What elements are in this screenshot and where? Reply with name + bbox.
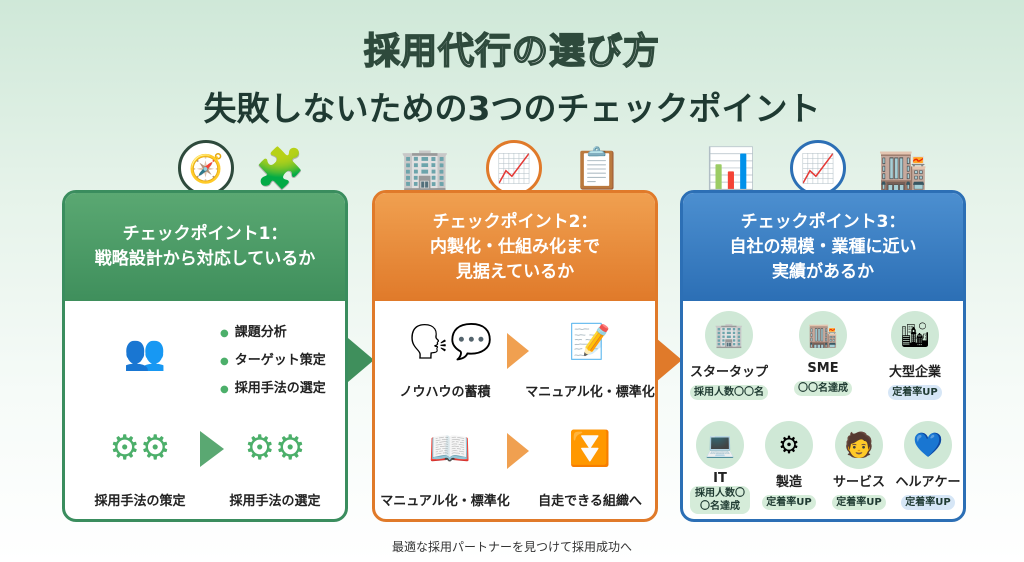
open-book-icon: 📖 [428, 429, 472, 469]
checkpoint-3-title: 自社の規模・業種に近い [729, 236, 917, 257]
arrow-between-cards-icon [656, 338, 682, 382]
checkpoint-3-header: チェックポイント3： 自社の規模・業種に近い 実績があるか [683, 193, 963, 301]
checkpoint-3-card: チェックポイント3： 自社の規模・業種に近い 実績があるか 🏢スタータップ採用人… [680, 190, 966, 522]
item-name: SME [807, 361, 839, 376]
checkpoint-3-label: チェックポイント3： [740, 211, 906, 232]
staff-check-icon: 🧑 [835, 421, 883, 469]
checkpoint-3-title-2: 実績があるか [772, 261, 874, 282]
checkpoint-2-card: チェックポイント2： 内製化・仕組み化まで 見据えているか 🗣💬 📝 ノウハウの… [372, 190, 658, 522]
startup-building-icon: 🏢 [705, 311, 753, 359]
manufacturing-item: ⚙ 製造定着率UP [755, 421, 823, 510]
bar-chart-icon: 📊 [706, 146, 756, 192]
arrow-right-icon [200, 431, 224, 467]
item-label: 自走できる組織へ [538, 494, 642, 509]
checkpoint-2-header: チェックポイント2： 内製化・仕組み化まで 見据えているか [375, 193, 655, 301]
arrow-right-icon [507, 433, 529, 469]
laptop-icon: 💻 [696, 421, 744, 469]
item-name: スタータップ [689, 365, 768, 380]
arrow-between-cards-icon [348, 338, 374, 382]
item-name: ヘルアケー [895, 475, 961, 490]
main-title: 採用代行の選び方 [363, 30, 660, 73]
funnel-icon: ⏬ [568, 429, 612, 469]
footer-text: 最適な採用パートナーを見つけて採用成功へ [391, 540, 632, 554]
result-tag: 定着率UP [888, 385, 942, 400]
result-tag: 定着率UP [832, 495, 886, 510]
bullet-item: 課題分析 [220, 321, 287, 340]
growth-chart-icon: 📈 [790, 140, 846, 196]
checkpoint-1-card: チェックポイント1： 戦略設計から対応しているか 👥 課題分析 ターゲット策定 … [62, 190, 348, 522]
skyscraper-icon: 🏙 [891, 311, 939, 359]
puzzle-icon: 🧩 [255, 146, 305, 192]
startup-item: 🏢 スタータップ採用人数〇〇名 [685, 311, 773, 400]
office-building-icon: 🏬 [799, 311, 847, 359]
growth-arrow-icon: 📈 [486, 140, 542, 196]
item-label: 採用手法の選定 [229, 494, 321, 509]
checkpoint-1-title: 戦略設計から対応しているか [94, 249, 316, 269]
checkpoint-1-header: チェックポイント1： 戦略設計から対応しているか [65, 193, 345, 301]
result-tag: 〇〇名達成 [794, 381, 852, 396]
item-label: ノウハウの蓄積 [399, 385, 491, 400]
subtitle: 失敗しないための3つのチェックポイント [203, 89, 821, 128]
checkpoint-1-label: チェックポイント1： [122, 224, 288, 244]
team-presentation-illustration: 👥 [123, 333, 167, 373]
compass-icon: 🧭 [178, 140, 234, 196]
gears-connected-icon: ⚙⚙ [244, 428, 306, 468]
result-tag: 定着率UP [901, 495, 955, 510]
checklist-icon: 📋 [572, 146, 622, 192]
result-tag: 採用人数〇〇名達成 [690, 486, 750, 514]
gears-icon: ⚙⚙ [109, 428, 171, 468]
conversation-icon: 🗣💬 [407, 322, 493, 362]
enterprise-item: 🏙 大型企業定着率UP [871, 311, 959, 400]
checkpoint-2-label: チェックポイント2： [432, 211, 598, 232]
bullet-item: ターゲット策定 [220, 349, 326, 368]
gear-icon: ⚙ [765, 421, 813, 469]
result-tag: 定着率UP [762, 495, 816, 510]
item-label: 採用手法の策定 [94, 494, 186, 509]
item-name: 大型企業 [888, 365, 941, 380]
service-item: 🧑 サービス定着率UP [825, 421, 893, 510]
handshake-buildings-icon: 🏬 [878, 146, 928, 192]
item-name: サービス [832, 475, 885, 490]
document-pen-icon: 📝 [568, 322, 612, 362]
item-label: マニュアル化・標準化 [525, 385, 655, 400]
checkpoint-2-title: 内製化・仕組み化まで [430, 236, 600, 257]
heart-cross-icon: 💙 [904, 421, 952, 469]
healthcare-item: 💙 ヘルアケー定着率UP [893, 421, 963, 510]
checkpoint-2-title-2: 見据えているか [455, 261, 575, 282]
item-name: IT [713, 471, 727, 486]
building-icon: 🏢 [400, 146, 450, 192]
item-label: マニュアル化・標準化 [380, 494, 510, 509]
item-name: 製造 [775, 475, 802, 490]
bullet-item: 採用手法の選定 [220, 377, 326, 396]
result-tag: 採用人数〇〇名 [690, 385, 768, 400]
arrow-right-icon [507, 333, 529, 369]
sme-item: 🏬 SME 〇〇名達成 [779, 311, 867, 396]
